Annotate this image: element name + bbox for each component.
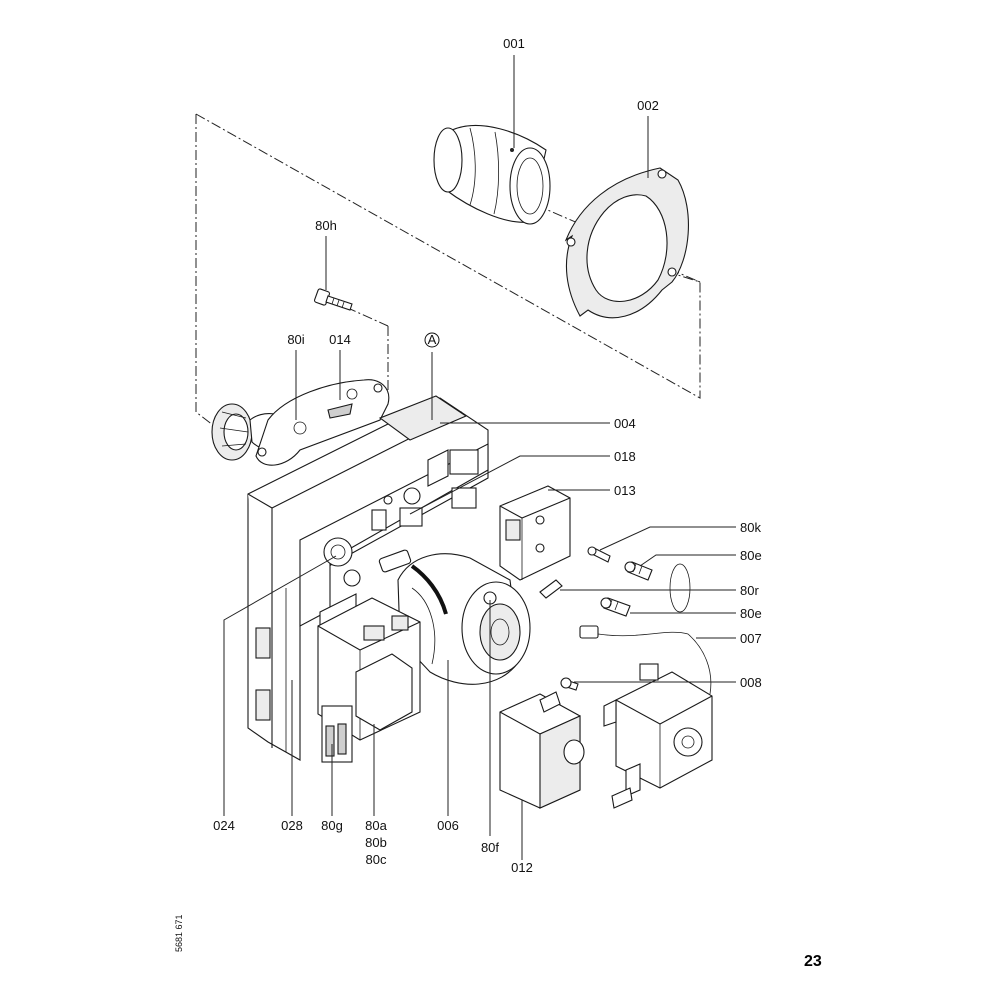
screw-80e-upper <box>624 561 653 581</box>
label-024: 024 <box>213 818 235 833</box>
label-80k: 80k <box>740 520 761 535</box>
label-80g: 80g <box>321 818 343 833</box>
label-018: 018 <box>614 449 636 464</box>
label-002: 002 <box>637 98 659 113</box>
label-80a: 80a <box>365 818 387 833</box>
label-013: 013 <box>614 483 636 498</box>
screw-80k <box>587 546 611 563</box>
control-unit-028 <box>317 597 421 763</box>
marker-a-text: A <box>428 332 437 347</box>
leader-lines <box>223 55 736 860</box>
part-labels: 001 002 80h 80i 014 004 018 013 80k 80e … <box>213 36 762 875</box>
label-014: 014 <box>329 332 351 347</box>
burner-tube-001 <box>433 124 551 225</box>
ignition-transformer-012 <box>499 691 585 809</box>
label-80e-upper: 80e <box>740 548 762 563</box>
page-number: 23 <box>804 953 822 970</box>
label-001: 001 <box>503 36 525 51</box>
marker-a: A <box>424 332 440 348</box>
label-80c: 80c <box>366 852 387 867</box>
motor-plate-014 <box>255 379 390 466</box>
screw-008 <box>560 677 579 691</box>
label-006: 006 <box>437 818 459 833</box>
label-004: 004 <box>614 416 636 431</box>
label-80f: 80f <box>481 840 499 855</box>
screw-80e-lower <box>600 597 631 617</box>
label-012: 012 <box>511 860 533 875</box>
label-80e-lower: 80e <box>740 606 762 621</box>
label-80b: 80b <box>365 835 387 850</box>
bracket-013 <box>499 485 571 581</box>
screw-80h <box>313 288 353 311</box>
document-number: 5681 671 <box>174 914 184 952</box>
label-008: 008 <box>740 675 762 690</box>
oil-line-007 <box>579 563 712 695</box>
label-80i: 80i <box>287 332 304 347</box>
screw-80r <box>539 579 563 599</box>
label-80r: 80r <box>740 583 759 598</box>
label-80h: 80h <box>315 218 337 233</box>
oil-pump-valve <box>603 663 713 809</box>
flange-gasket-002 <box>564 167 689 319</box>
label-007: 007 <box>740 631 762 646</box>
label-028: 028 <box>281 818 303 833</box>
